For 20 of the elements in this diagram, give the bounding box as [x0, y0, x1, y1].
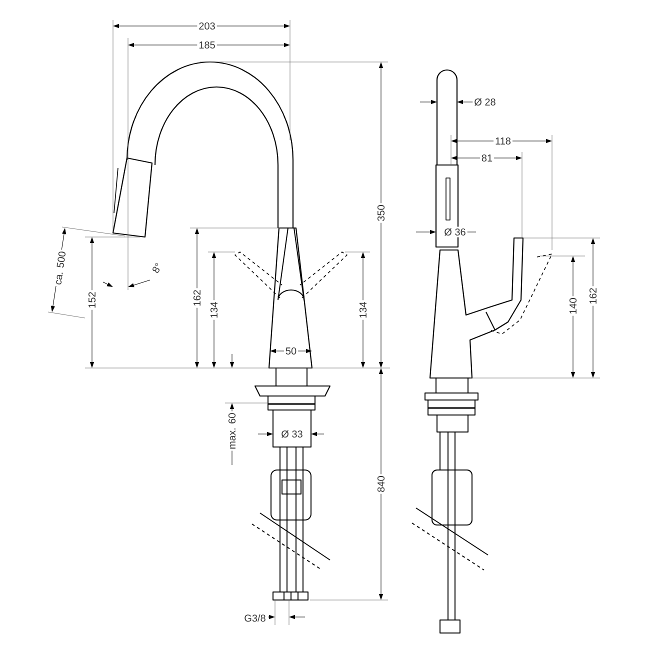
dimension-label: 134 — [208, 300, 220, 320]
dimension-label: Ø 33 — [280, 428, 304, 440]
dimension-label: 162 — [588, 286, 598, 306]
dimension-label: 81 — [480, 152, 494, 164]
dimension-label: max. 60 — [226, 411, 238, 451]
dimension-label: 50 — [284, 346, 298, 356]
dimension-label: G3/8 — [242, 612, 268, 624]
dimension-label: ca. 500 — [52, 249, 68, 287]
dimension-label: 203 — [197, 20, 217, 32]
dimension-label: 840 — [376, 474, 386, 494]
dimension-label: 350 — [376, 203, 386, 223]
dimension-label: 140 — [568, 296, 578, 316]
dimension-label: Ø 36 — [442, 226, 468, 238]
dimension-label: 118 — [494, 136, 512, 146]
dimension-label: 162 — [192, 288, 202, 308]
dimension-label: 134 — [358, 300, 368, 320]
dimension-label: 8° — [150, 260, 164, 276]
dimension-label: Ø 28 — [472, 96, 498, 108]
dimension-label: 185 — [197, 40, 217, 50]
dimension-label: 152 — [86, 290, 98, 310]
